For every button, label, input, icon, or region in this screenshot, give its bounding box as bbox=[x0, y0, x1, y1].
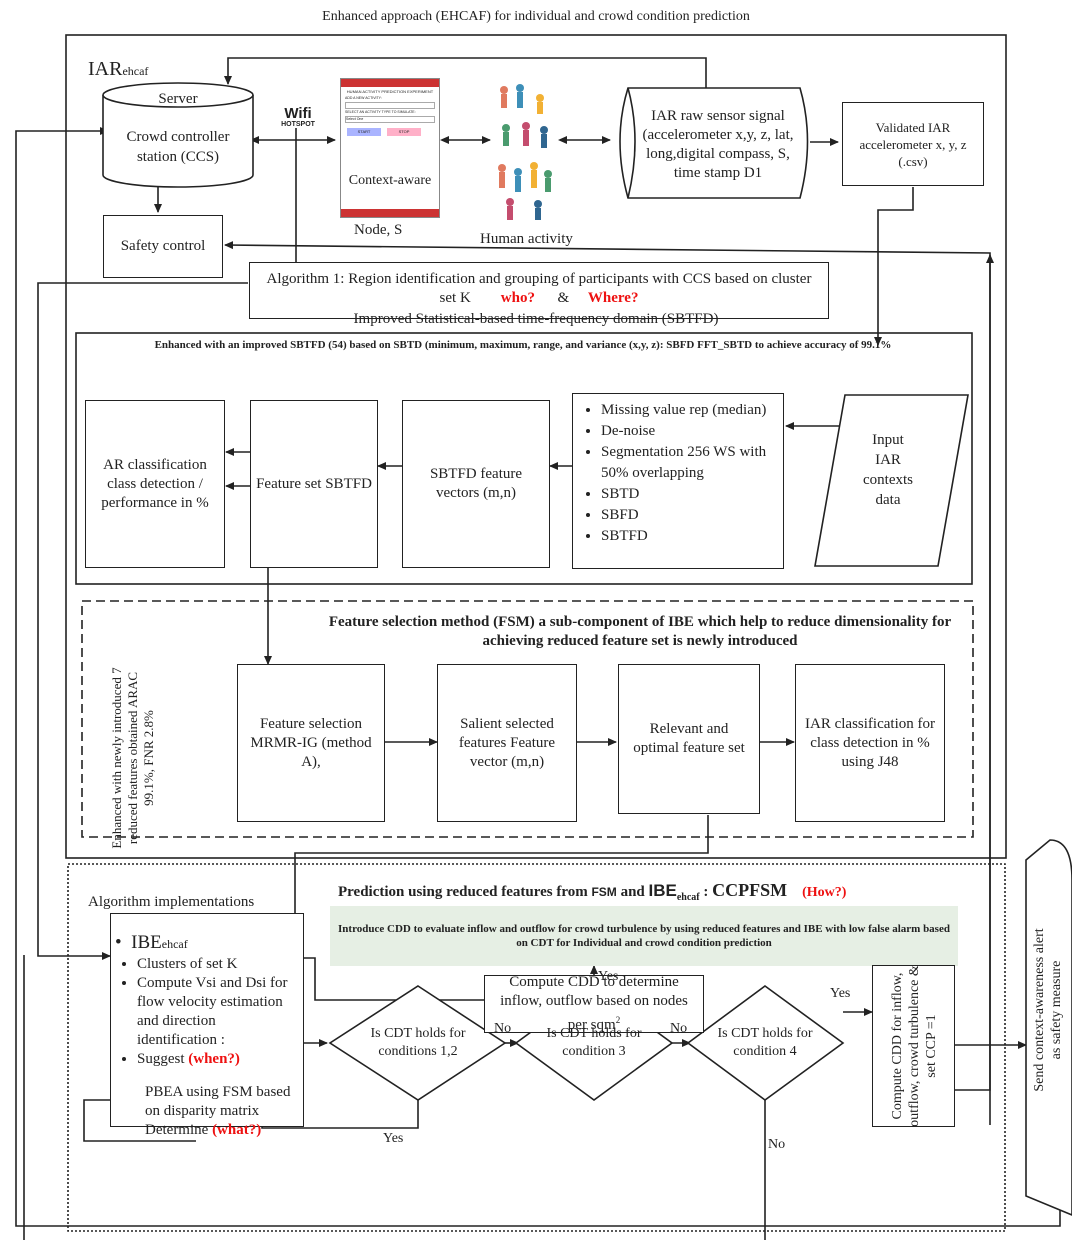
safety-control-box: Safety control bbox=[103, 215, 223, 278]
d1-no-label: No bbox=[494, 1021, 512, 1036]
decision-3-text: Is CDT holds for condition 4 bbox=[717, 1026, 813, 1059]
raw-signal-text: IAR raw sensor signal (accelerometer x,y… bbox=[642, 108, 794, 181]
preprocess-item: Segmentation 256 WS with 50% overlapping bbox=[601, 442, 777, 484]
preprocess-box: Missing value rep (median) De-noise Segm… bbox=[572, 393, 784, 569]
input-parallelogram bbox=[814, 394, 969, 567]
who-label: who? bbox=[500, 290, 535, 306]
preprocess-item: Missing value rep (median) bbox=[601, 400, 777, 421]
sbtfd-title: Improved Statistical-based time-frequenc… bbox=[353, 311, 719, 327]
send-alert-shape bbox=[1025, 839, 1072, 1216]
introduce-note: Introduce CDD to evaluate inflow and out… bbox=[330, 906, 958, 966]
ibe-bullet: Compute Vsi and Dsi for flow velocity es… bbox=[137, 974, 297, 1050]
d2-yes-label: Yes bbox=[598, 969, 619, 984]
prediction-title: Prediction using reduced features from F… bbox=[338, 880, 847, 903]
page-title: Enhanced approach (EHCAF) for individual… bbox=[322, 9, 750, 24]
ar-classification-box: AR classification class detection / perf… bbox=[85, 400, 225, 568]
d2-no-label: No bbox=[670, 1021, 688, 1036]
sbtfd-box-title: Enhanced with an improved SBTFD (54) bas… bbox=[154, 339, 892, 351]
ibe-title: • IBEehcaf bbox=[115, 932, 188, 953]
ibe-box: • IBEehcaf Clusters of set K Compute Vsi… bbox=[110, 913, 304, 1138]
phone-line2: SELECT AN ACTIVITY TYPE TO SIMULATE: bbox=[345, 110, 416, 114]
algorithm-frame bbox=[67, 863, 1006, 1232]
d3-no-label: No bbox=[768, 1137, 786, 1152]
d1-yes-label: Yes bbox=[383, 1131, 404, 1146]
phone-nav-bar bbox=[341, 209, 439, 217]
wifi-hotspot-icon: Wifi HOTSPOT bbox=[281, 105, 315, 128]
phone-start-button: START bbox=[347, 128, 381, 136]
preprocess-item: SBTD bbox=[601, 484, 777, 505]
phone-status-bar bbox=[341, 79, 439, 87]
phone-select: Select One bbox=[345, 116, 435, 123]
feature-set-box: Feature set SBTFD bbox=[250, 400, 378, 568]
algorithm-1-text: Algorithm 1: Region identification and g… bbox=[266, 271, 812, 306]
salient-features-box: Salient selected features Feature vector… bbox=[437, 664, 577, 822]
iar-frame bbox=[65, 34, 1007, 859]
phone-line1: ADD A NEW ACTIVITY: bbox=[345, 96, 382, 100]
decision-1-text: Is CDT holds for conditions 1,2 bbox=[370, 1026, 466, 1059]
ccs-label: Crowd controller station (CCS) bbox=[126, 129, 230, 165]
ibe-bullet: Suggest (when?) bbox=[137, 1050, 297, 1069]
phone-caption: Context-aware bbox=[348, 173, 432, 188]
sbtfd-frame bbox=[75, 332, 973, 585]
decision-2-text: Is CDT holds for condition 3 bbox=[546, 1026, 642, 1059]
feature-selection-box: Feature selection MRMR-IG (method A), bbox=[237, 664, 385, 822]
decision-3 bbox=[686, 985, 845, 1101]
preprocess-item: SBFD bbox=[601, 505, 777, 526]
preprocess-item: SBTFD bbox=[601, 526, 777, 547]
node-label: Node, S bbox=[354, 222, 403, 238]
relevant-features-box: Relevant and optimal feature set bbox=[618, 664, 760, 814]
iar-label: IARehcaf bbox=[88, 58, 149, 80]
preprocess-item: De-noise bbox=[601, 421, 777, 442]
iar-j48-box: IAR classification for class detection i… bbox=[795, 664, 945, 822]
sbtfd-vectors-box: SBTFD feature vectors (m,n) bbox=[402, 400, 550, 568]
amp-label: & bbox=[557, 290, 570, 306]
phone-stop-button: STOP bbox=[387, 128, 421, 136]
compute-cdd-ccp-box: Compute CDD for inflow, outflow, crowd t… bbox=[872, 965, 955, 1127]
ibe-bullet: Clusters of set K bbox=[137, 955, 297, 974]
compute-cdd-ccp-text: Compute CDD for inflow, outflow, crowd t… bbox=[889, 965, 939, 1127]
raw-signal-shape bbox=[619, 87, 809, 199]
fsm-frame bbox=[81, 600, 974, 838]
phone-screenshot: HUMAN ACTIVITY PREDICTION EXPERIMENT ADD… bbox=[340, 78, 440, 218]
phone-header: HUMAN ACTIVITY PREDICTION EXPERIMENT bbox=[346, 89, 434, 94]
pbea-text: PBEA using FSM based on disparity matrix… bbox=[145, 1084, 291, 1138]
where-label: Where? bbox=[587, 290, 639, 306]
fsm-title: Feature selection method (FSM) a sub-com… bbox=[328, 614, 952, 649]
decision-1 bbox=[328, 985, 507, 1101]
human-activity-figure bbox=[492, 76, 558, 224]
human-activity-label: Human activity bbox=[480, 231, 573, 247]
phone-input bbox=[345, 102, 435, 109]
compute-cdd-box: Compute CDD to determine inflow, outflow… bbox=[484, 974, 704, 1033]
validated-box: Validated IAR accelerometer x, y, z (.cs… bbox=[842, 102, 984, 186]
algorithm-1-box: Algorithm 1: Region identification and g… bbox=[249, 262, 829, 319]
server-label: Server bbox=[158, 91, 198, 107]
input-text: Input IAR contexts data bbox=[863, 432, 913, 508]
d3-yes-label: Yes bbox=[830, 986, 851, 1001]
server-cylinder bbox=[102, 82, 254, 188]
fsm-side-text: Enhanced with newly introduced 7 reduced… bbox=[109, 667, 156, 849]
send-alert-text: Send context-awareness alert as safety m… bbox=[1032, 928, 1064, 1092]
algorithm-implementations-label: Algorithm implementations bbox=[88, 894, 255, 910]
